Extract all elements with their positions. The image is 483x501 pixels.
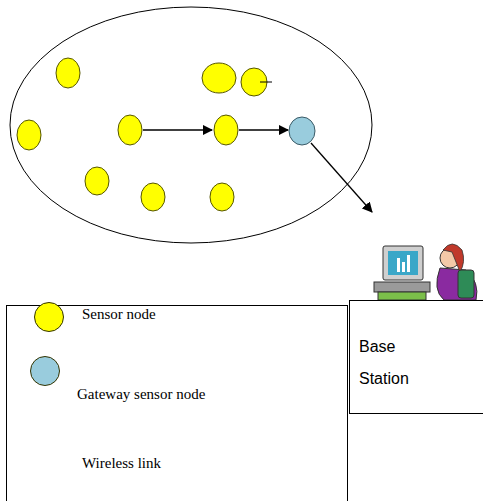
legend-swatch [30, 356, 60, 386]
legend-entry: Sensor node [7, 296, 347, 336]
legend-entry: Wireless link [7, 454, 347, 494]
legend-swatch [34, 302, 64, 332]
sensor-nodes [17, 58, 267, 211]
computer-user-icon [374, 244, 477, 300]
legend-text: Sensor node [82, 306, 156, 323]
legend-text: Wireless link [82, 455, 161, 472]
base-station-box: Base Station [349, 300, 483, 414]
legend-entry: Gateway sensor node [7, 348, 347, 388]
legend-text: Gateway sensor node [77, 386, 205, 403]
wireless-links [143, 130, 372, 212]
node-label: Base Station [359, 331, 421, 395]
gateway-node [289, 117, 315, 145]
legend-box: Sensor nodeGateway sensor nodeWireless l… [6, 305, 348, 501]
sensor-field [10, 7, 372, 243]
